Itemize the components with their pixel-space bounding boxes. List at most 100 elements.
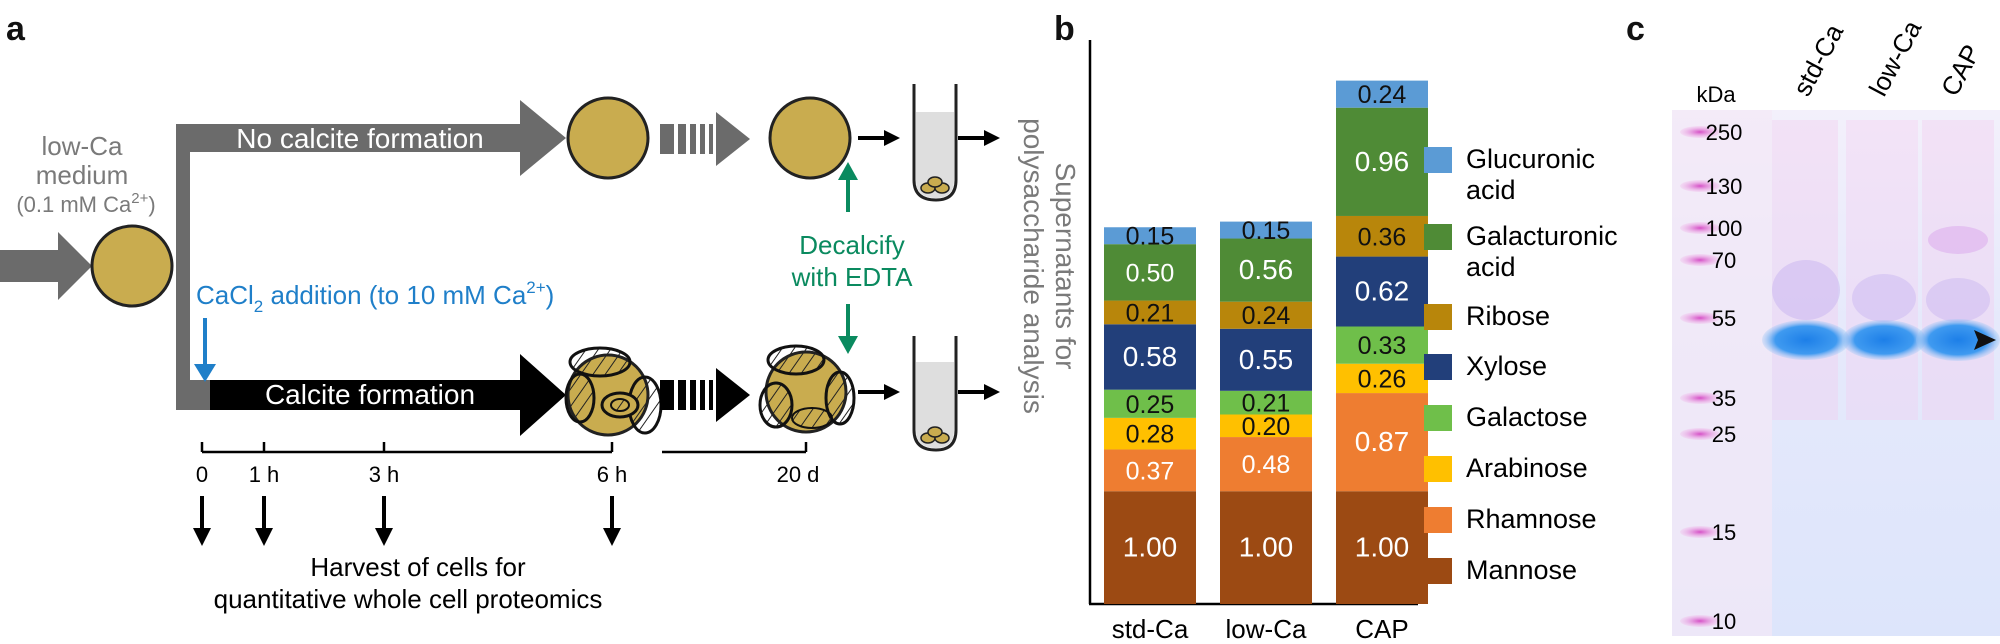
panel-c: c kDa std-Ca low-Ca CAP 2501301007055352… [1626, 10, 2000, 636]
band-cap [1916, 319, 2000, 361]
to-tube-arrow-top [858, 130, 900, 146]
bar-value-label: 0.15 [1242, 217, 1291, 245]
lane-label-cap: CAP [1935, 40, 1987, 101]
bar-segment-galacturonic-acid-low-ca [1220, 238, 1312, 302]
bar-segment-galactose-low-ca [1220, 390, 1312, 415]
lane-label-low-ca: low-Ca [1863, 15, 1928, 101]
bar-value-label: 0.24 [1242, 302, 1291, 330]
panel-a-letter: a [6, 10, 26, 48]
timeline-tick-1: 1 h [249, 462, 280, 487]
bar-value-label: 0.20 [1242, 413, 1291, 441]
marker-lane [1672, 110, 1772, 636]
marker-label: 250 [1706, 120, 1743, 145]
marker-label: 10 [1712, 609, 1736, 634]
bar-segment-galactose-cap [1336, 326, 1428, 364]
legend-swatch [1424, 224, 1452, 250]
cell-top-20d [768, 96, 852, 180]
supernatant-label: Supernatants for polysaccharide analysis [1018, 118, 1081, 414]
x-tick-label: CAP [1355, 614, 1408, 644]
medium-label-line1: low-Ca [42, 131, 123, 161]
calcite-arrow [210, 354, 566, 436]
tube-top [912, 84, 958, 202]
supernatant-line2: polysaccharide analysis [1018, 118, 1049, 414]
cell-top-6h [566, 96, 650, 180]
legend-label: Xylose [1466, 351, 1547, 381]
bar-segment-ribose-cap [1336, 215, 1428, 257]
band-low-ca [1842, 320, 1926, 360]
bar-segment-arabinose-low-ca [1220, 414, 1312, 438]
legend-swatch [1424, 507, 1452, 533]
x-tick-label: std-Ca [1112, 614, 1189, 644]
bar-segment-mannose-cap [1336, 491, 1428, 604]
panel-a: a low-Ca medium (0.1 mM Ca2+) No calcite… [0, 10, 1081, 614]
supernatant-line1: Supernatants for [1050, 162, 1081, 369]
bar-segment-glucuronic-acid-low-ca [1220, 221, 1312, 239]
svg-text:std-Ca: std-Ca [1787, 19, 1850, 101]
bar-segment-arabinose-cap [1336, 363, 1428, 394]
bar-value-label: 0.55 [1239, 344, 1294, 375]
bar-segment-galacturonic-acid-cap [1336, 107, 1428, 216]
kda-label: kDa [1696, 82, 1736, 107]
bar-segment-xylose-std-ca [1104, 324, 1196, 390]
no-calcite-arrow [176, 100, 566, 176]
bars [1104, 80, 1428, 604]
bar-value-label: 0.25 [1126, 391, 1175, 419]
bar-value-labels: 1.000.370.280.250.580.210.500.151.000.48… [1123, 81, 1410, 562]
legend-label: acid [1466, 252, 1516, 282]
bar-value-label: 1.00 [1355, 532, 1410, 563]
legend-swatch [1424, 456, 1452, 482]
medium-label-line2: medium [36, 160, 128, 190]
bar-value-label: 0.48 [1242, 451, 1291, 479]
bar-segment-glucuronic-acid-cap [1336, 80, 1428, 108]
harvest-arrows [193, 496, 621, 546]
panel-b-letter: b [1054, 10, 1075, 48]
legend-label: Arabinose [1466, 453, 1588, 483]
bar-value-label: 0.36 [1358, 223, 1407, 251]
calcified-cell-20d [758, 344, 856, 434]
marker-label: 35 [1712, 386, 1736, 411]
marker-band [1680, 254, 1720, 266]
edta-arrow-up-head [838, 162, 858, 180]
marker-band [1680, 392, 1720, 404]
bar-value-label: 0.21 [1242, 390, 1291, 418]
lane-low-ca [1846, 120, 1918, 420]
bar-value-label: 0.96 [1355, 146, 1410, 177]
no-calcite-label: No calcite formation [236, 123, 483, 154]
bar-segment-galactose-std-ca [1104, 389, 1196, 418]
bar-segment-xylose-cap [1336, 256, 1428, 327]
bar-segment-glucuronic-acid-std-ca [1104, 227, 1196, 245]
bar-value-label: 0.26 [1358, 365, 1407, 393]
svg-text:low-Ca: low-Ca [1863, 15, 1928, 101]
bar-value-label: 0.28 [1126, 421, 1175, 449]
bar-segment-xylose-low-ca [1220, 328, 1312, 391]
marker-label: 55 [1712, 306, 1736, 331]
panel-b: b 1.000.370.280.250.580.210.500.151.000.… [1054, 10, 1618, 644]
legend-label: Galacturonic [1466, 221, 1618, 251]
cacl2-arrow-head [194, 364, 216, 382]
time-skip-arrow-bottom [660, 368, 750, 422]
from-tube-arrow-bottom [958, 384, 1000, 400]
bar-value-label: 0.33 [1358, 332, 1407, 360]
bar-segment-rhamnose-std-ca [1104, 449, 1196, 492]
bar-segment-mannose-std-ca [1104, 491, 1196, 604]
panel-c-letter: c [1626, 10, 1645, 48]
bar-segment-rhamnose-cap [1336, 393, 1428, 492]
medium-label-line3: (0.1 mM Ca2+) [16, 190, 155, 217]
marker-label: 15 [1712, 520, 1736, 545]
band-std-ca [1762, 320, 1850, 360]
legend-label: Glucuronic [1466, 144, 1595, 174]
calcite-label: Calcite formation [265, 379, 475, 410]
marker-band [1680, 428, 1720, 440]
bar-value-label: 1.00 [1123, 532, 1178, 563]
tube-bottom [912, 336, 958, 452]
timeline [200, 442, 808, 454]
marker-label: 130 [1706, 174, 1743, 199]
bar-segment-rhamnose-low-ca [1220, 437, 1312, 492]
marker-label: 70 [1712, 248, 1736, 273]
timeline-end: 20 d [777, 462, 820, 487]
marker-label: 25 [1712, 422, 1736, 447]
legend-swatch [1424, 354, 1452, 380]
